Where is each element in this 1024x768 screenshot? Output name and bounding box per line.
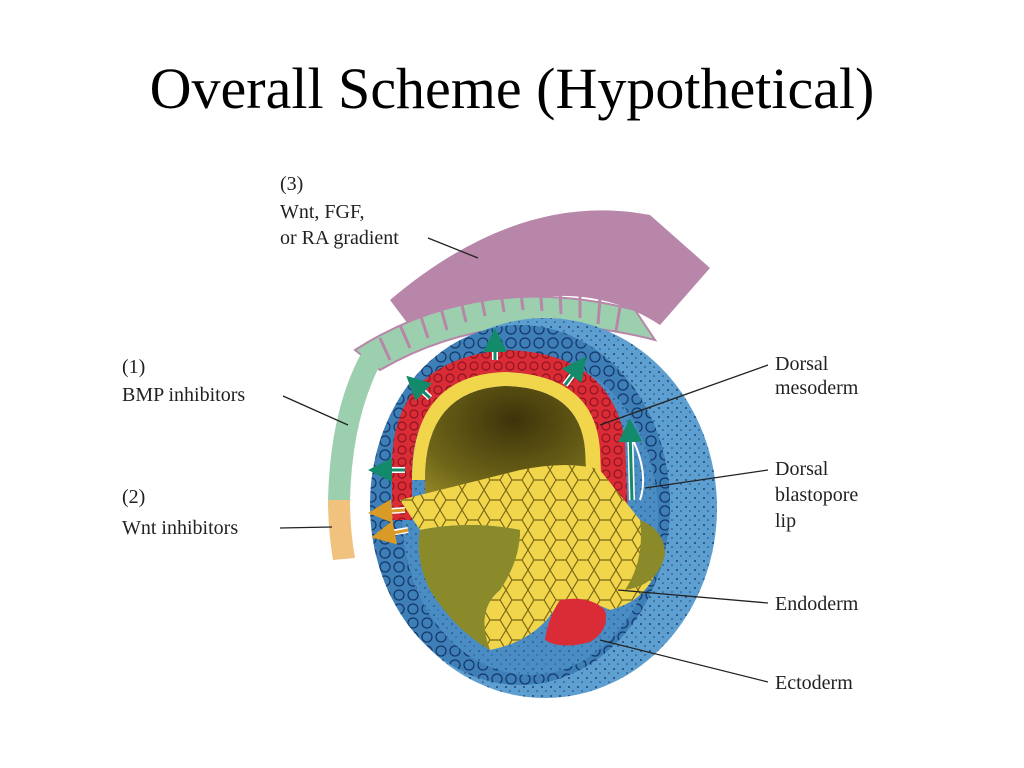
archenteron: [418, 525, 520, 650]
label-gradient: (3) Wnt, FGF, or RA gradient: [280, 173, 399, 249]
ventral-mesoderm: [545, 598, 606, 646]
label-blastopore-lip: Dorsal blastopore lip: [775, 458, 863, 532]
wnt-inhibitor-band: [328, 500, 355, 560]
label-dorsal-mesoderm: Dorsal mesoderm: [775, 353, 859, 399]
bmp-inhibitor-band: [328, 352, 380, 500]
leader-lines: [279, 237, 769, 683]
label-bmp-inhibitors: (1) BMP inhibitors: [122, 356, 245, 406]
stripe-lines: [378, 284, 622, 361]
label-endoderm: Endoderm: [775, 593, 859, 615]
label-wnt-inhibitors: (2) Wnt inhibitors: [122, 486, 238, 539]
label-ectoderm: Ectoderm: [775, 672, 853, 694]
slide-title: Overall Scheme (Hypothetical): [149, 56, 875, 121]
